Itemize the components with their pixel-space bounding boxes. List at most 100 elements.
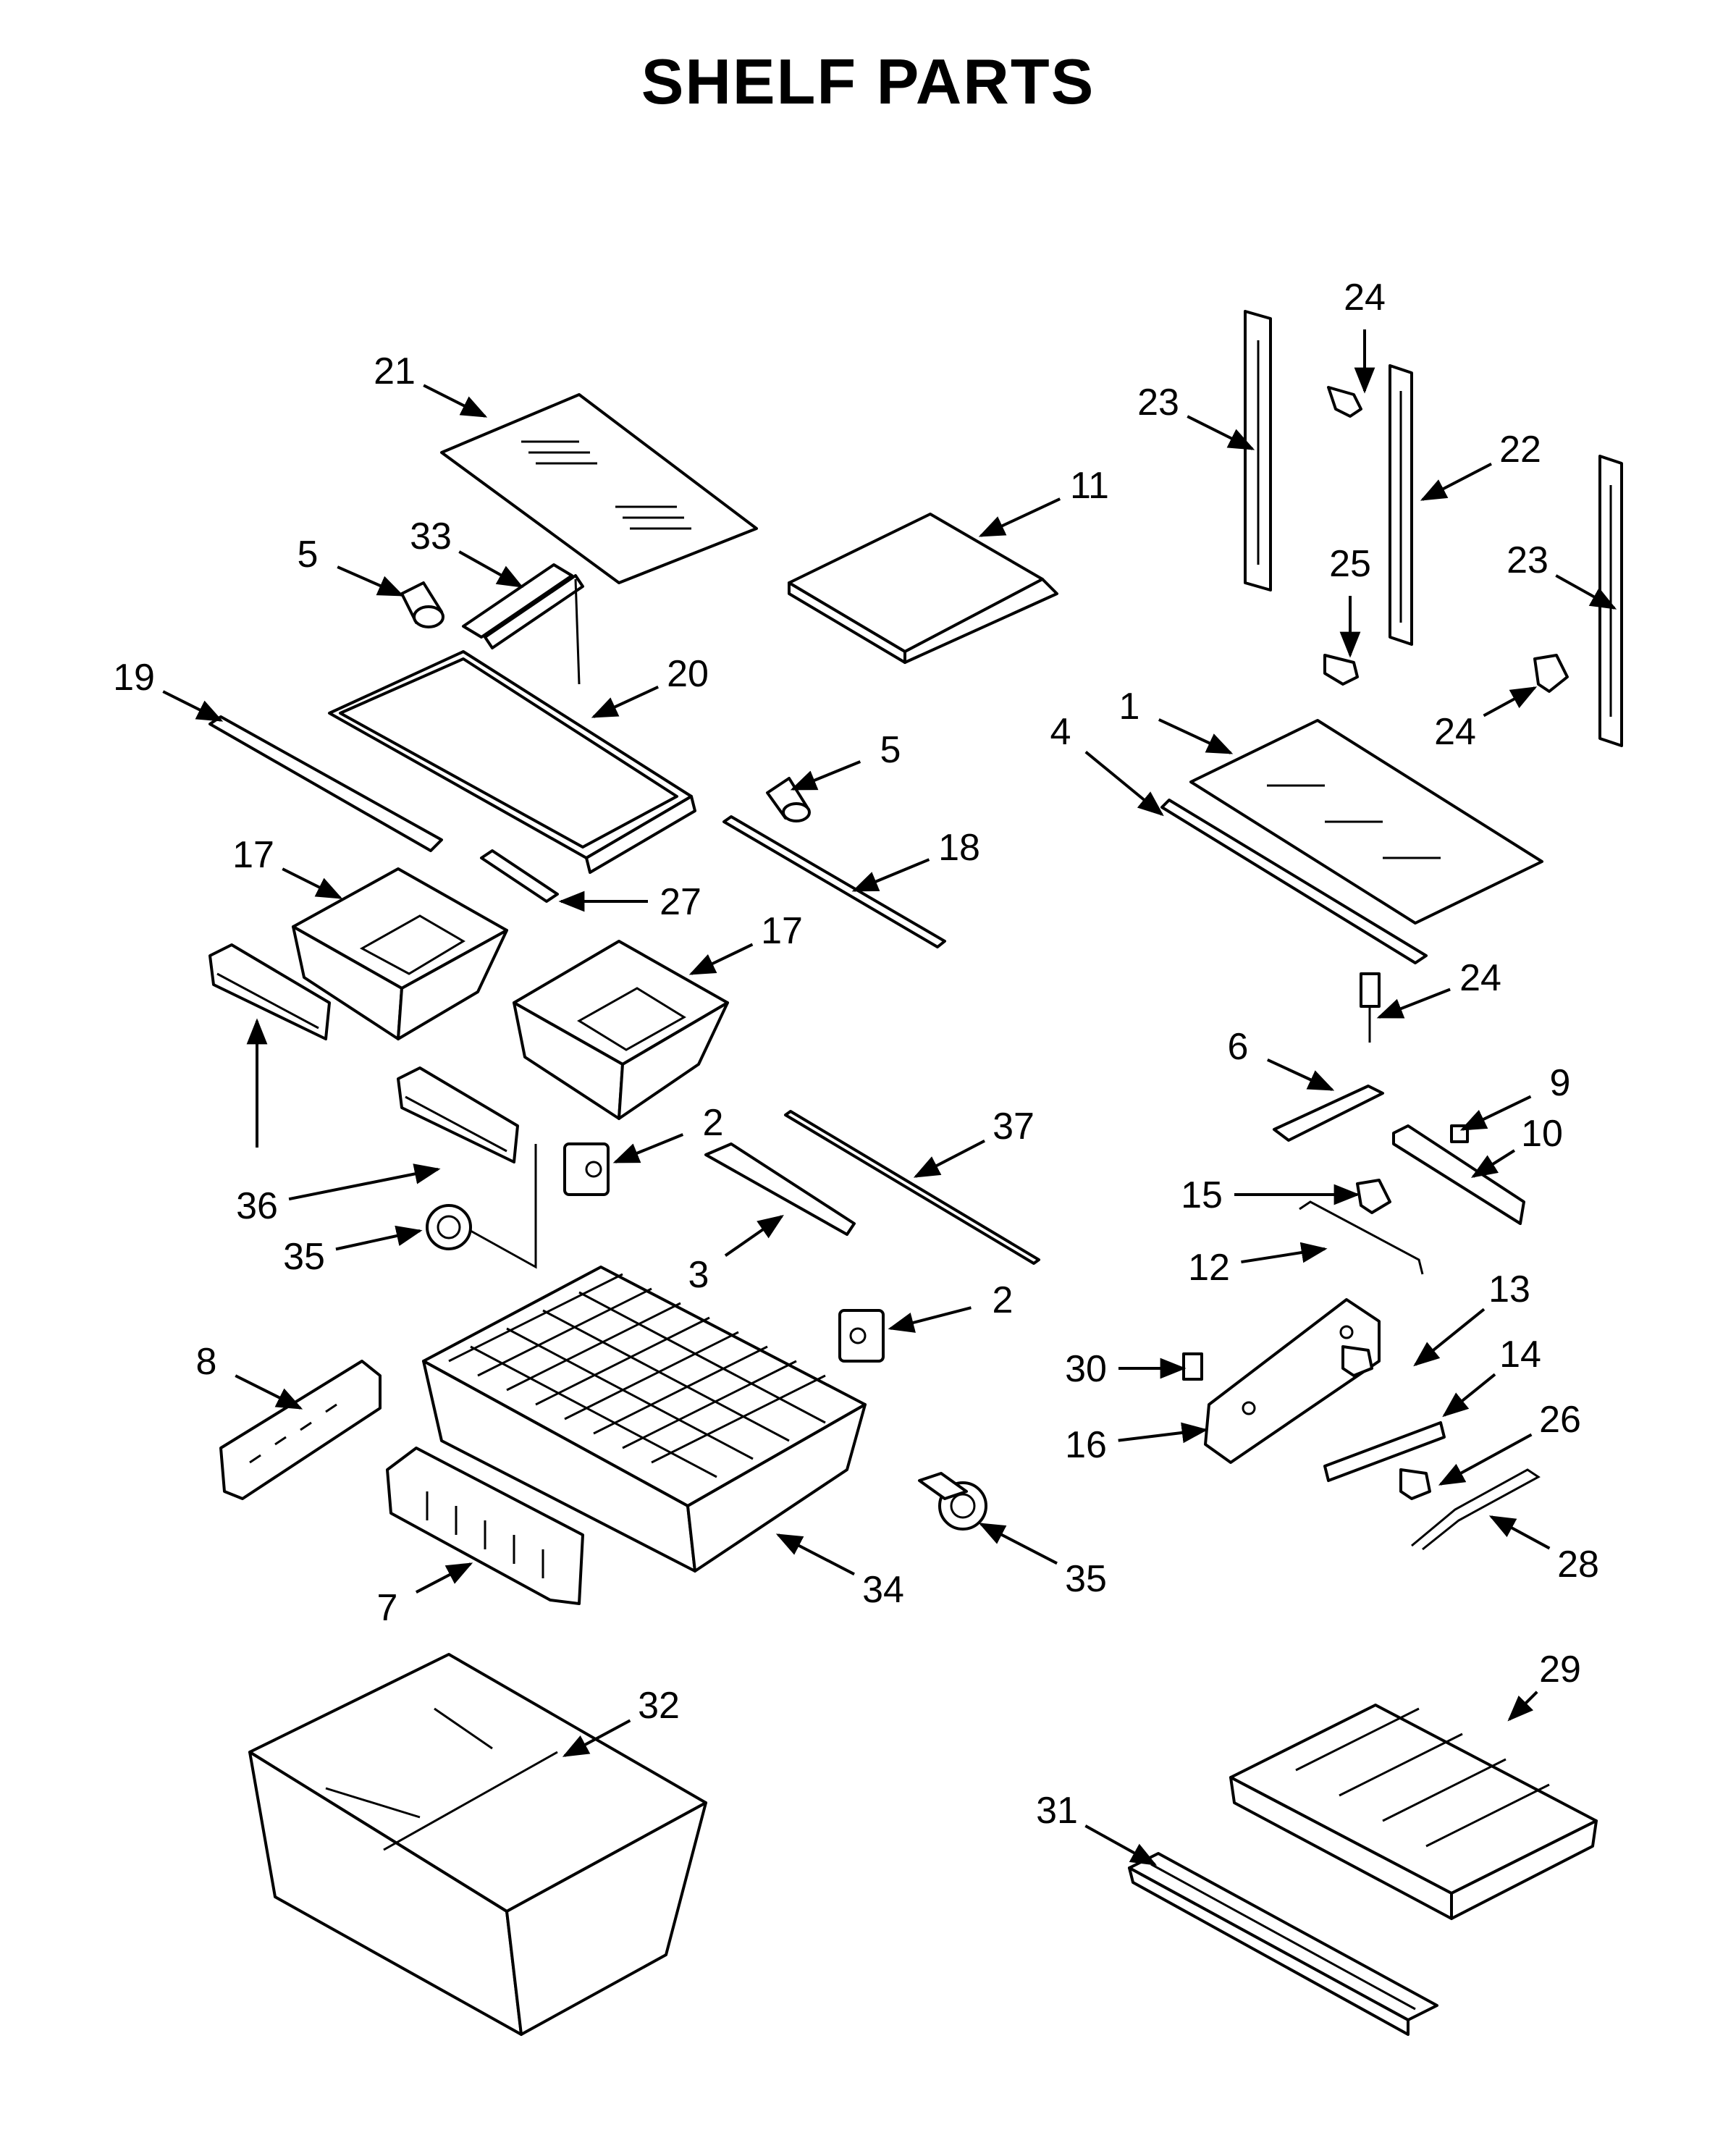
callout-c36: 36	[236, 1163, 441, 1227]
callout-leader-arrow	[1438, 1433, 1533, 1486]
part-1-glass-shelf	[1189, 719, 1543, 925]
part-20-shelf-frame	[328, 650, 696, 874]
callout-number: 30	[1065, 1348, 1107, 1390]
callout-number: 20	[667, 653, 709, 695]
callout-number: 16	[1065, 1424, 1107, 1466]
part-13-screw	[1341, 1345, 1373, 1377]
callout-c24c: 24	[1376, 957, 1501, 1019]
callout-number: 32	[638, 1685, 680, 1727]
part-22-shelf-upright	[1389, 364, 1413, 646]
callout-c11: 11	[978, 465, 1109, 537]
callout-leader-arrow	[1483, 686, 1538, 717]
part-18-rod	[722, 815, 946, 948]
callout-c33: 33	[410, 515, 524, 588]
part-24-screw-lower	[1360, 972, 1381, 1043]
callout-leader-arrow	[337, 565, 405, 597]
callout-leader-arrow	[1442, 1373, 1496, 1418]
callout-c15: 15	[1181, 1174, 1360, 1216]
callout-c16: 16	[1065, 1422, 1208, 1466]
callout-c23b: 23	[1507, 539, 1617, 610]
callout-leader-arrow	[1158, 718, 1234, 754]
part-6-bracket	[1273, 1085, 1384, 1142]
callout-c22: 22	[1420, 429, 1541, 501]
callout-leader-arrow	[1376, 988, 1451, 1019]
callout-leader-arrow	[288, 1163, 441, 1201]
callout-leader-arrow	[1420, 462, 1492, 501]
page-title: SHELF PARTS	[641, 46, 1095, 117]
part-3-rail	[704, 1142, 856, 1236]
callout-c29: 29	[1507, 1649, 1581, 1722]
part-16-housing	[1204, 1298, 1381, 1464]
callout-c17a: 17	[232, 834, 343, 899]
part-33-shelf-slide	[462, 563, 584, 685]
callout-leader-arrow	[612, 1133, 684, 1163]
callout-c5b: 5	[790, 729, 901, 791]
callout-number: 5	[298, 534, 319, 576]
callout-number: 4	[1050, 711, 1071, 753]
part-28-wire-tie	[1411, 1468, 1541, 1551]
callout-c32: 32	[562, 1685, 680, 1757]
callout-number: 26	[1539, 1399, 1581, 1441]
callout-leader-arrow	[775, 1533, 855, 1576]
callout-leader-arrow	[1413, 1308, 1486, 1367]
part-36-drawer-handle	[208, 943, 519, 1163]
callout-c37: 37	[913, 1106, 1035, 1178]
callout-leader-arrow	[423, 384, 488, 418]
callout-number: 35	[283, 1236, 325, 1278]
callout-leader-arrow	[1488, 1515, 1551, 1550]
part-29-tray	[1229, 1704, 1598, 1920]
callout-number: 31	[1036, 1790, 1078, 1832]
callout-number: 23	[1137, 382, 1179, 424]
callout-leader-arrow	[978, 1523, 1058, 1565]
callout-leader-arrow	[1470, 1149, 1516, 1178]
callout-number: 11	[1070, 465, 1109, 507]
part-2-bracket-right	[838, 1309, 885, 1363]
callout-number: 24	[1344, 277, 1386, 319]
callout-number: 7	[377, 1587, 398, 1629]
callout-number: 17	[761, 910, 803, 952]
part-5-shelf-roller	[400, 581, 444, 628]
callout-number: 2	[993, 1279, 1014, 1321]
part-8-divider	[219, 1360, 382, 1500]
callout-number: 6	[1228, 1026, 1249, 1068]
callout-c18: 18	[851, 827, 980, 892]
part-17-crisper-bin-left	[292, 867, 508, 1040]
callout-c1: 1	[1119, 686, 1234, 754]
callout-c14: 14	[1442, 1334, 1541, 1418]
callout-c28: 28	[1488, 1515, 1599, 1586]
callout-leader-arrow	[1187, 415, 1255, 450]
part-14-strip	[1323, 1421, 1446, 1482]
part-32-lower-bin	[248, 1653, 707, 2036]
callout-c4: 4	[1050, 711, 1164, 817]
part-5-lower-roller	[766, 777, 811, 822]
callout-leader-arrow	[1084, 1824, 1158, 1866]
callout-leader-arrow	[1267, 1058, 1335, 1091]
callout-c3: 3	[688, 1214, 784, 1296]
callout-c21: 21	[374, 350, 488, 418]
callout-leader-arrow	[235, 1374, 303, 1410]
callout-number: 23	[1507, 539, 1549, 581]
part-30-clip	[1182, 1352, 1203, 1381]
callout-number: 15	[1181, 1174, 1223, 1216]
callout-number: 25	[1329, 543, 1371, 585]
callout-c9: 9	[1459, 1062, 1570, 1131]
callout-c25: 25	[1329, 543, 1371, 658]
callout-number: 34	[862, 1569, 904, 1611]
callout-c31: 31	[1036, 1790, 1158, 1866]
callout-number: 35	[1065, 1558, 1107, 1600]
callout-number: 5	[880, 729, 901, 771]
part-25-screw	[1323, 654, 1359, 686]
callout-leader-arrow	[688, 943, 754, 975]
callout-c2b: 2	[888, 1279, 1014, 1333]
callout-leader-arrow	[1555, 574, 1617, 610]
callout-c35b: 35	[978, 1523, 1107, 1600]
part-23-shelf-upright-left	[1244, 310, 1272, 592]
callout-c34: 34	[775, 1533, 904, 1611]
part-35-gear-right	[918, 1472, 987, 1531]
callout-number: 18	[938, 827, 980, 869]
callout-c6: 6	[1228, 1026, 1335, 1091]
callout-number: 14	[1499, 1334, 1541, 1376]
callout-number: 24	[1434, 711, 1476, 753]
callout-c35a: 35	[283, 1225, 423, 1278]
